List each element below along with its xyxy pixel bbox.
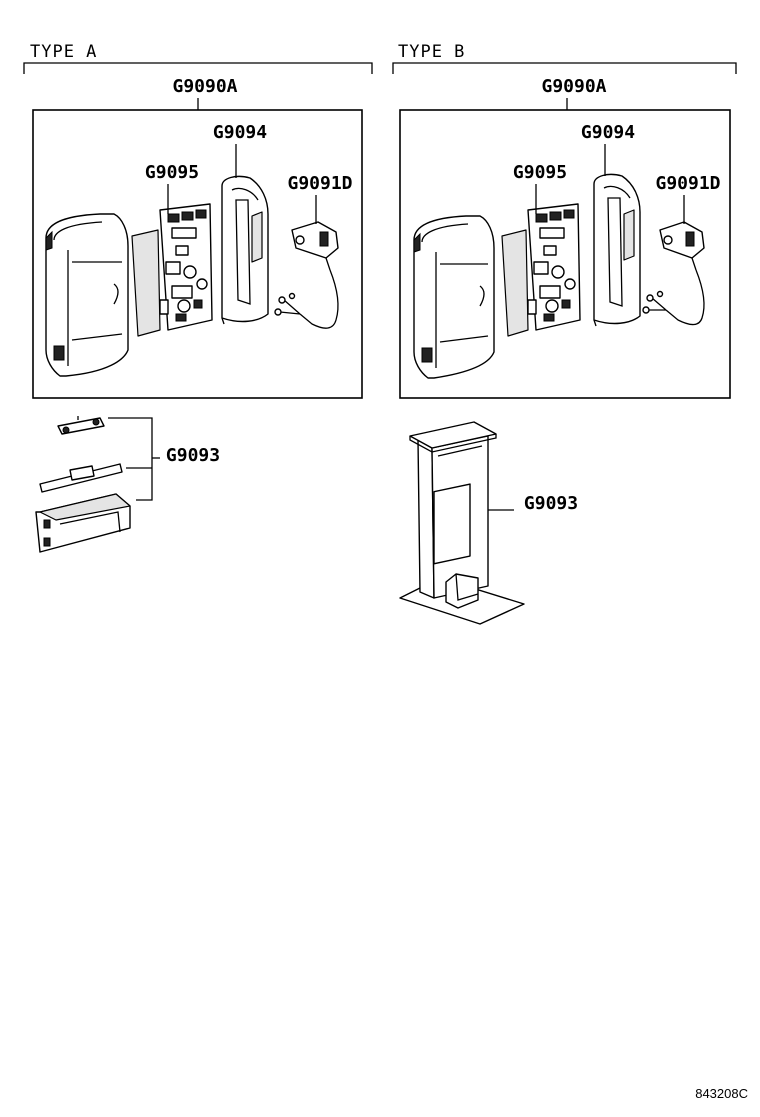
- type-a-bracket-label: G9093: [166, 445, 220, 466]
- type-b-housing: [413, 215, 495, 379]
- type-a-assembly-label: G9090A: [172, 76, 237, 97]
- type-a-assembly-box: [32, 109, 363, 399]
- type-a-bracket-leader: [108, 417, 153, 501]
- type-b-stand: [399, 421, 525, 625]
- type-b-header: TYPE B: [398, 42, 465, 62]
- type-a-wire-harness: [274, 221, 339, 329]
- type-b-harness-label: G9091D: [655, 173, 720, 194]
- type-b-board-label: G9095: [513, 162, 567, 183]
- diagram-code: 843208C: [695, 1086, 748, 1101]
- type-a-circuit-board: [131, 203, 213, 337]
- type-b-assembly-label: G9090A: [541, 76, 606, 97]
- type-a-bracket-line: [23, 62, 373, 74]
- type-a-section: TYPE A G9090A: [23, 42, 373, 553]
- type-a-bracket-set: [35, 416, 131, 553]
- type-b-assembly-box: [399, 109, 731, 399]
- type-b-bracket-line: [392, 62, 737, 74]
- type-a-harness-label: G9091D: [287, 173, 352, 194]
- type-a-front-cover: [221, 175, 269, 325]
- type-a-header: TYPE A: [30, 42, 97, 62]
- type-b-front-cover: [593, 173, 641, 327]
- type-b-stand-label: G9093: [524, 493, 578, 514]
- type-a-board-label: G9095: [145, 162, 199, 183]
- type-b-wire-harness: [642, 221, 705, 326]
- type-b-cover-label: G9094: [581, 122, 635, 143]
- type-a-cover-label: G9094: [213, 122, 267, 143]
- type-b-circuit-board: [501, 203, 581, 337]
- type-a-housing: [45, 213, 129, 377]
- type-b-section: TYPE B G9090A: [392, 42, 737, 625]
